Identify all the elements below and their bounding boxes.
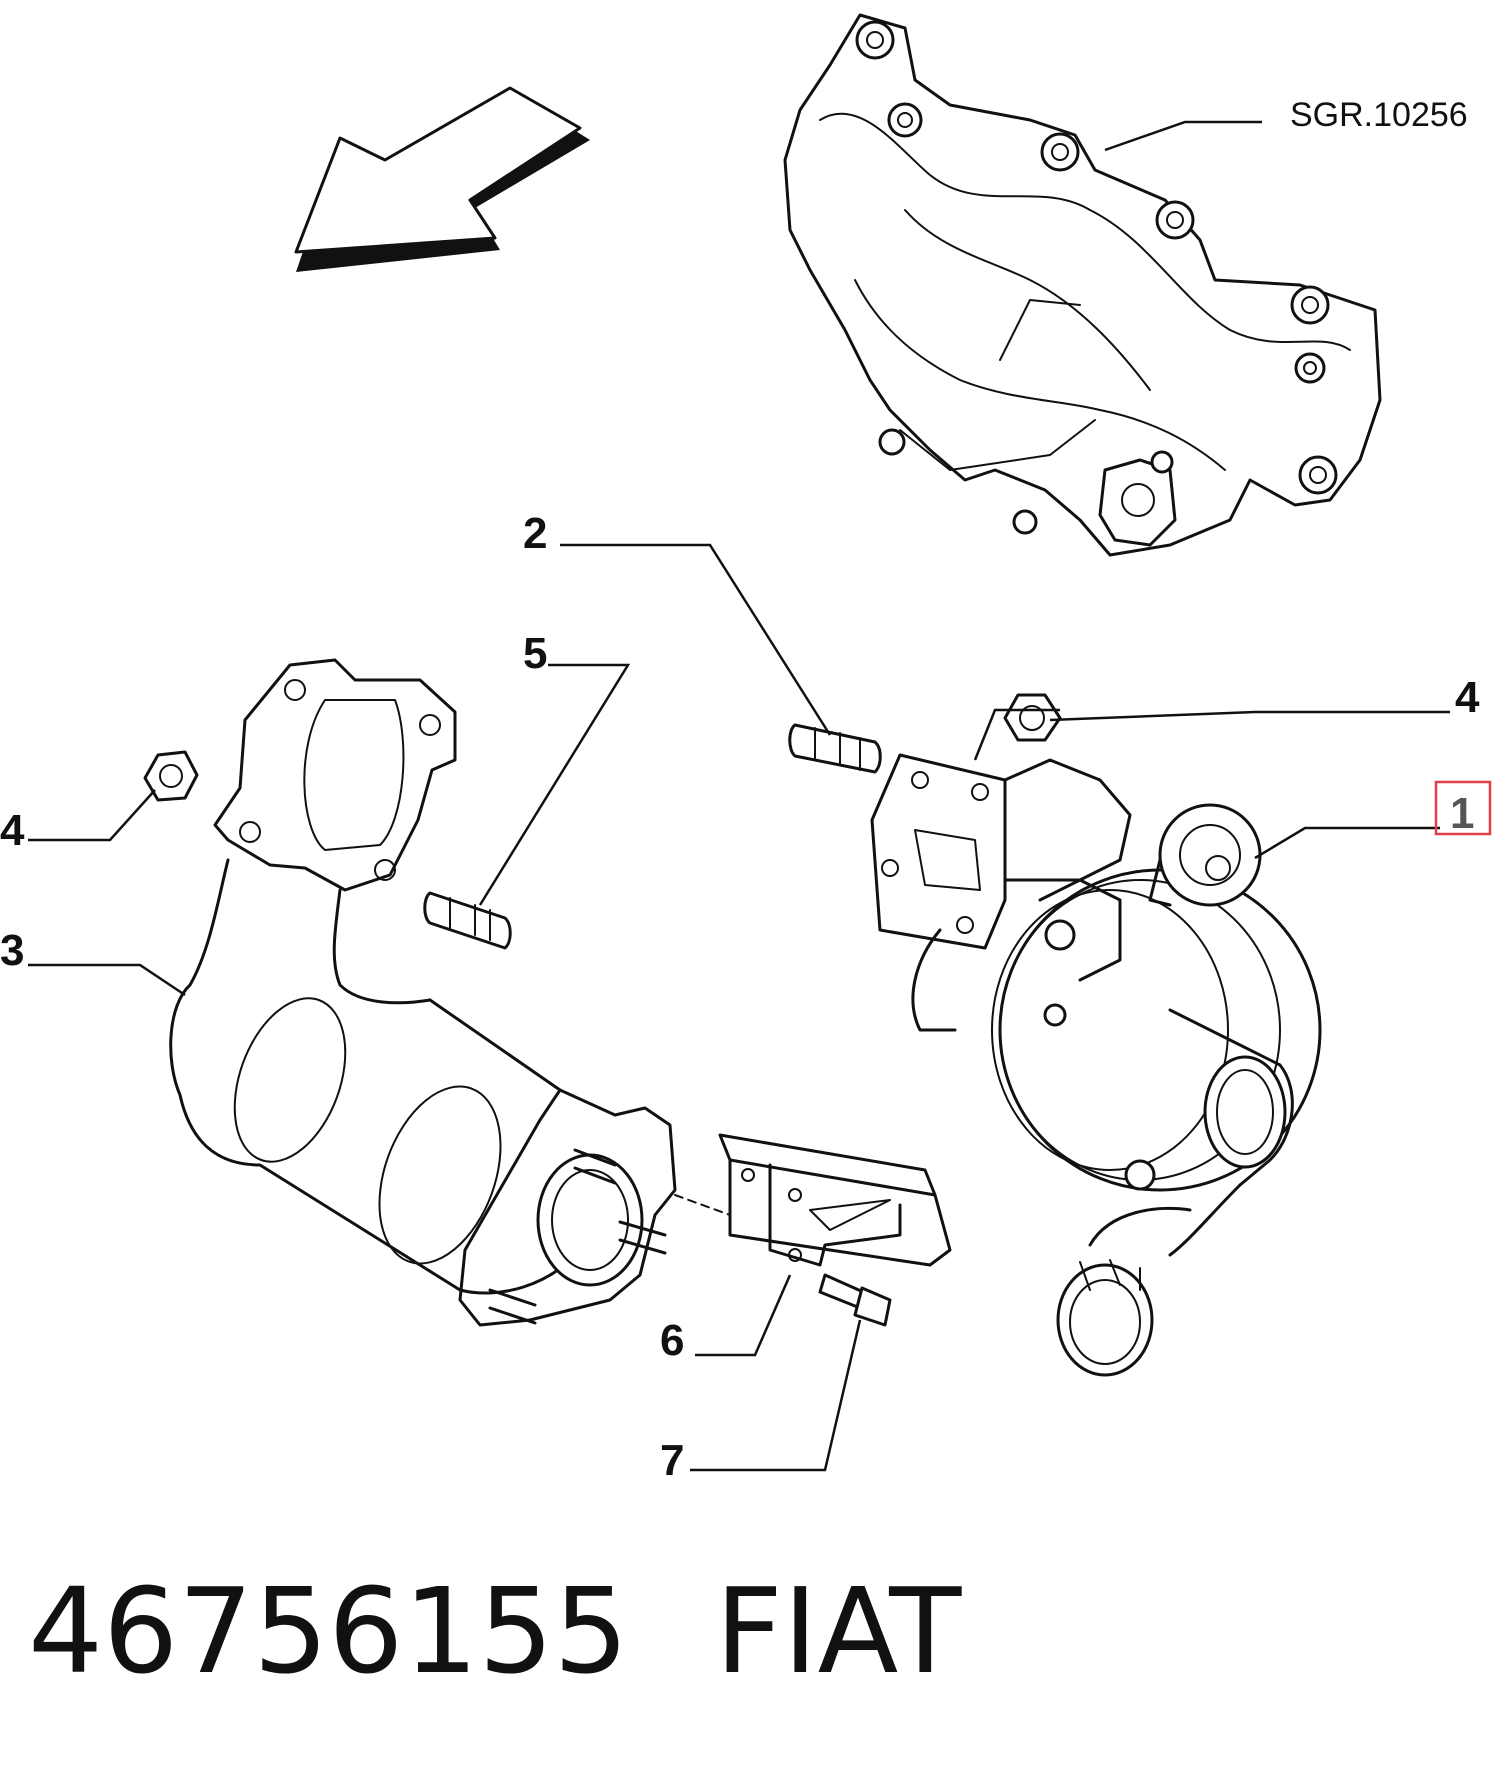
reference-code: SGR.10256	[1290, 96, 1468, 134]
stud-part-2	[788, 723, 882, 774]
callout-2: 2	[523, 509, 547, 558]
exhaust-manifold	[783, 13, 1382, 557]
part-number: 46756155	[28, 1562, 629, 1700]
callout-1-highlight-box	[1434, 780, 1492, 836]
stud-part-5	[423, 891, 512, 950]
callout-1: 1	[1450, 789, 1474, 838]
callout-4-right: 4	[1455, 673, 1480, 722]
leader-lines	[28, 120, 1450, 1472]
callout-4-left: 4	[0, 806, 25, 855]
turbocharger	[870, 753, 1322, 1377]
nut-left	[143, 750, 199, 802]
callout-7: 7	[660, 1436, 684, 1485]
bolt	[818, 1273, 892, 1327]
bracket	[674, 1133, 952, 1267]
callout-5: 5	[523, 629, 547, 678]
brand-name: FIAT	[715, 1562, 962, 1700]
callout-3: 3	[0, 926, 24, 975]
callout-6: 6	[660, 1316, 684, 1365]
direction-arrow	[294, 86, 590, 272]
nut-right	[1003, 693, 1062, 742]
catalytic-converter	[169, 658, 677, 1327]
